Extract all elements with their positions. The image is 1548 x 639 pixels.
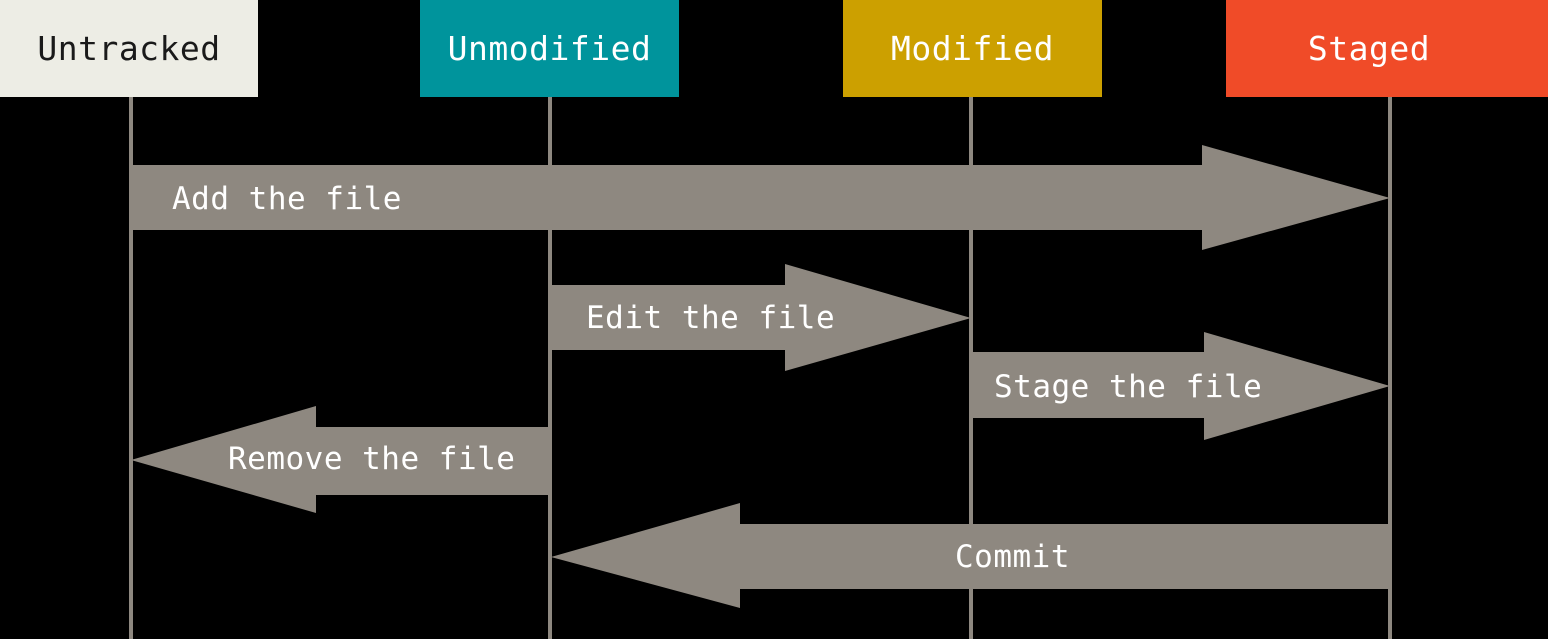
- state-label-staged: Staged: [1307, 29, 1431, 68]
- lifeline-untracked: [129, 97, 133, 639]
- state-box-staged[interactable]: Staged: [1226, 0, 1548, 97]
- state-label-untracked: Untracked: [37, 29, 221, 68]
- state-label-unmodified: Unmodified: [447, 29, 652, 68]
- state-box-modified[interactable]: Modified: [843, 0, 1102, 97]
- state-box-unmodified[interactable]: Unmodified: [420, 0, 679, 97]
- state-label-modified: Modified: [891, 29, 1054, 68]
- arrow-label-stage-the-file: Stage the file: [994, 369, 1263, 405]
- arrow-label-remove-the-file: Remove the file: [228, 441, 516, 477]
- lifeline-unmodified: [548, 97, 552, 639]
- arrow-label-add-the-file: Add the file: [172, 181, 402, 217]
- arrow-label-commit: Commit: [955, 539, 1070, 575]
- state-box-untracked[interactable]: Untracked: [0, 0, 258, 97]
- arrow-label-edit-the-file: Edit the file: [586, 300, 836, 336]
- lifeline-staged: [1388, 97, 1392, 639]
